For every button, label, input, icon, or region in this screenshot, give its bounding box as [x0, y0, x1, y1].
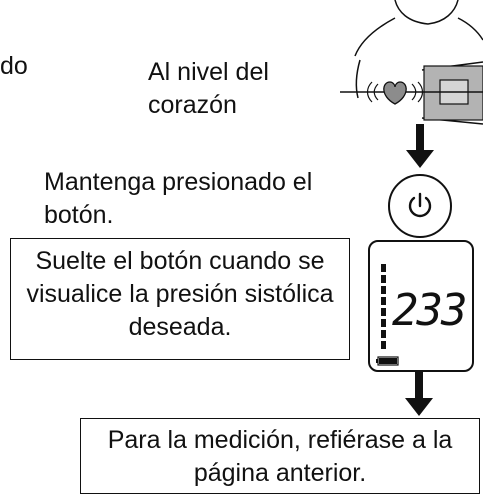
cut-text-fragment: do — [0, 52, 28, 80]
cuff — [423, 65, 483, 121]
lcd-display: 233 — [368, 240, 474, 372]
pressure-bar-graph — [381, 264, 386, 349]
down-arrow-icon — [405, 372, 433, 416]
power-button[interactable] — [388, 174, 452, 238]
down-arrow-icon — [406, 124, 434, 168]
power-icon — [408, 192, 432, 218]
final-instruction-box: Para la medición, refiérase a la página … — [80, 418, 480, 494]
battery-icon — [376, 356, 399, 366]
lcd-reading: 233 — [392, 285, 467, 336]
battery-fill — [379, 358, 397, 364]
hold-instruction: Mantenga presionado el botón. — [44, 168, 313, 229]
heart-icon — [366, 81, 424, 105]
heart-level-label: Al nivel del corazón — [148, 58, 269, 119]
release-instruction-box: Suelte el botón cuando se visualice la p… — [10, 238, 350, 360]
final-instruction-text: Para la medición, refiérase a la página … — [107, 426, 453, 487]
release-instruction-text: Suelte el botón cuando se visualice la p… — [26, 247, 334, 341]
